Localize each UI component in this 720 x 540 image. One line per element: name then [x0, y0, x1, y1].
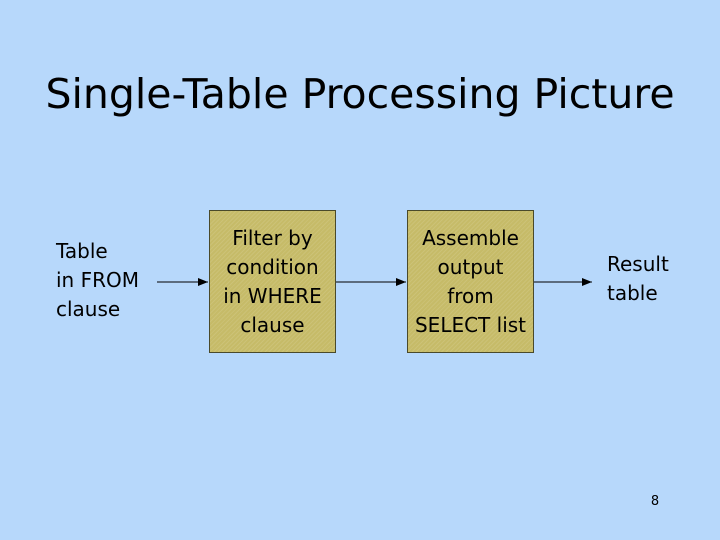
slide-title: Single-Table Processing Picture	[45, 70, 675, 118]
page-number: 8	[650, 494, 660, 509]
result-table-label: Result table	[607, 252, 669, 305]
assemble-select-box: Assemble output from SELECT list	[407, 210, 534, 353]
assemble-select-box-text: Assemble output from SELECT list	[414, 225, 527, 337]
filter-where-box: Filter by condition in WHERE clause	[209, 210, 336, 353]
input-table-label: Table in FROM clause	[56, 239, 139, 321]
filter-where-box-text: Filter by condition in WHERE clause	[223, 225, 322, 337]
